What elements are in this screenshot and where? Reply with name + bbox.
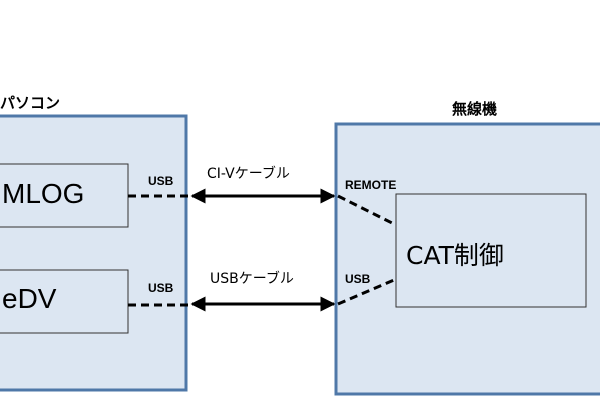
cat-control-label: CAT制御	[406, 241, 504, 270]
pc-box	[0, 114, 188, 392]
radio-title: 無線機	[452, 100, 498, 118]
mlog-box	[0, 163, 129, 228]
radio-usb-label: USB	[345, 272, 371, 286]
radio-remote-label: REMOTE	[345, 178, 397, 192]
cat-box	[395, 193, 587, 308]
pc-usb-top-label: USB	[148, 174, 174, 188]
pc-title: パソコン	[0, 94, 61, 112]
usb-cat-dash	[337, 278, 395, 306]
remote-cat-dash	[337, 194, 395, 226]
civ-cable-label: CI-Vケーブル	[207, 166, 290, 182]
mlog-label: MLOG	[2, 178, 85, 209]
edv-label: eDV	[2, 283, 57, 314]
usb-cable-label: USBケーブル	[210, 271, 294, 287]
pc-usb-bottom-label: USB	[148, 281, 174, 295]
edv-box	[0, 269, 129, 334]
